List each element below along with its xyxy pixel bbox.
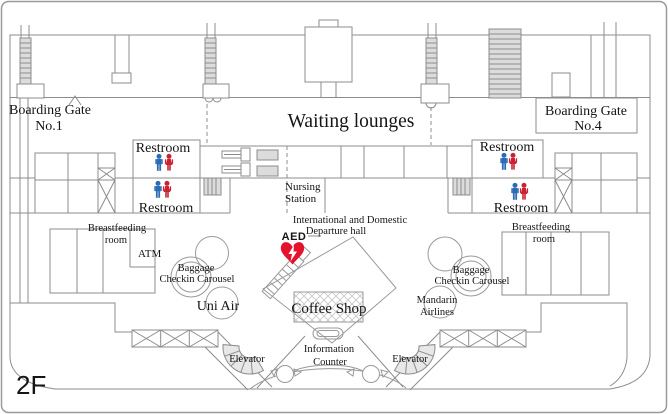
entrance-front <box>249 364 407 390</box>
information-counter-label-line2: Counter <box>313 357 347 368</box>
nursing-station-label-line1: Nursing <box>285 181 321 193</box>
floor-label: 2F <box>16 370 46 400</box>
information-counter-label-line1: Information <box>304 344 355 355</box>
breastfeeding-room-label-line2: room <box>533 234 555 245</box>
nursing-station-label-line2: Station <box>285 193 317 205</box>
coffee-shop-area <box>293 291 364 323</box>
dashed-partitions <box>206 104 432 213</box>
gate4-label-line1: Boarding Gate <box>545 104 627 119</box>
elevator-label: Elevator <box>229 354 265 365</box>
revolving-door-icon <box>276 365 294 383</box>
restroom-label: Restroom <box>136 141 191 156</box>
waiting-lounges-label: Waiting lounges <box>288 111 415 132</box>
coffee-shop-block <box>261 236 397 344</box>
coffee-shop-label: Coffee Shop <box>291 301 366 317</box>
breastfeeding-room-label-line2: room <box>105 235 127 246</box>
gate4-room <box>535 97 638 134</box>
atm-label: ATM <box>138 248 161 260</box>
gate1-label-line2: No.1 <box>35 119 63 134</box>
baggage-carousel-label-line2: Checkin Carousel <box>435 276 510 287</box>
aed-icon <box>280 235 321 265</box>
stairs-icon <box>204 37 217 85</box>
restroom-label: Restroom <box>494 201 549 216</box>
mandarin-airlines-label-line1: Mandarin <box>417 295 459 306</box>
baggage-carousels <box>170 236 492 320</box>
breastfeeding-room-label-line1: Breastfeeding <box>512 222 571 233</box>
baggage-carousel-label-line1: Baggage <box>453 265 490 276</box>
elevator-label: Elevator <box>392 354 428 365</box>
breastfeeding-room-label-line1: Breastfeeding <box>88 223 147 234</box>
uni-air-label: Uni Air <box>197 299 240 314</box>
gate1-arrow-icon <box>68 95 82 106</box>
gate1-label-line1: Boarding Gate <box>9 103 91 118</box>
revolving-door-icon <box>362 365 380 383</box>
walls <box>9 22 651 391</box>
aed-label: AED <box>282 231 307 243</box>
escalator-icons <box>221 147 279 177</box>
departure-hall-label-line2: Departure hall <box>306 226 366 237</box>
labels: Boarding Gate No.1 Boarding Gate No.4 Wa… <box>9 103 627 400</box>
baggage-carousel-label-line2: Checkin Carousel <box>160 274 235 285</box>
entrance-trusses <box>131 329 527 348</box>
stairs-icon <box>425 37 438 85</box>
structures <box>16 19 638 134</box>
gate4-label-line2: No.4 <box>574 119 602 134</box>
baggage-carousel-label-line1: Baggage <box>178 263 215 274</box>
room-blocks <box>34 152 638 296</box>
stairs-icon <box>19 37 32 85</box>
mandarin-airlines-label-line2: Airlines <box>420 307 454 318</box>
departure-hall-label-line1: International and Domestic <box>293 215 408 226</box>
restroom-label: Restroom <box>139 201 194 216</box>
restroom-label: Restroom <box>480 140 535 155</box>
